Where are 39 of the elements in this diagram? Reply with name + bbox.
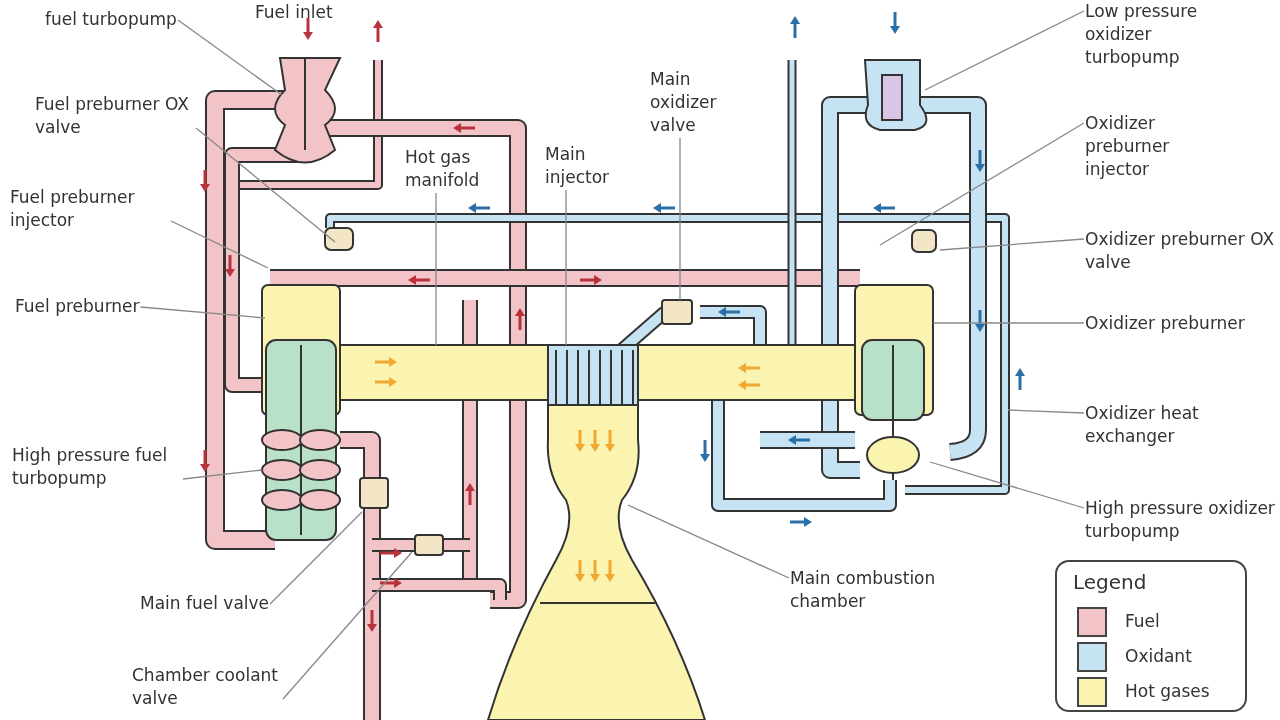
leader-line [627,504,790,579]
inlet-label: Fuel inlet [255,1,333,24]
legend-text: Fuel [1125,611,1160,631]
part-label: Oxidizer preburner [1085,312,1245,335]
leader-line [177,19,283,96]
part-label: Low pressure oxidizer turbopump [1085,0,1235,69]
leader-line [170,220,269,269]
leader-line [932,322,1085,324]
leader-line [929,461,1085,509]
leader-line [924,10,1085,91]
part-label: Fuel preburner injector [10,186,170,232]
part-label: Main injector [545,143,635,189]
part-label: Fuel preburner OX valve [35,93,195,139]
leader-line [182,469,263,480]
leader-line [1007,409,1085,414]
legend-title: Legend [1073,570,1147,594]
leader-line [879,122,1085,246]
part-label: fuel turbopump [45,8,177,31]
leader-line [565,189,567,346]
leader-line [139,306,266,319]
part-label: Oxidizer heat exchanger [1085,402,1215,448]
leader-line [269,511,363,605]
part-label: Main fuel valve [140,592,270,615]
part-label: Hot gas manifold [405,146,515,192]
leader-line [195,127,336,243]
part-label: Main oxidizer valve [650,68,750,137]
part-label: Chamber coolant valve [132,664,282,710]
leader-line [679,137,681,301]
part-label: Main combustion chamber [790,567,980,613]
part-label: Oxidizer preburner OX valve [1085,228,1275,274]
leader-line [939,238,1085,251]
part-label: High pressure fuel turbopump [12,444,182,490]
legend-text: Oxidant [1125,646,1192,666]
leader-line [282,551,413,700]
part-label: Oxidizer preburner injector [1085,112,1195,181]
leader-line [435,192,437,346]
part-label: Fuel preburner [15,295,140,318]
part-label: High pressure oxidizer turbopump [1085,497,1280,543]
legend-text: Hot gases [1125,681,1210,701]
